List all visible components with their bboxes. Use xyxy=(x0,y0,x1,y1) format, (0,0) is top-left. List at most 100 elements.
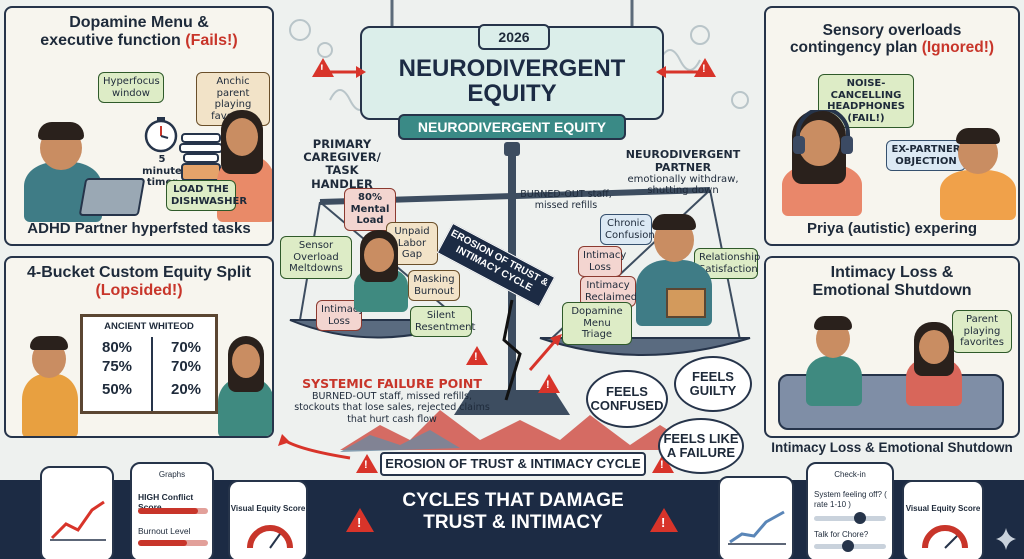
note-ex-partner-objection: EX-PARTNER OBJECTION xyxy=(886,140,966,171)
title-red: (Fails!) xyxy=(185,31,238,49)
cloud-feels-confused: FEELS CONFUSED xyxy=(586,370,668,428)
panel-dopamine-menu: Dopamine Menu & executive function (Fail… xyxy=(4,6,274,246)
sparkle-icon xyxy=(996,528,1016,550)
headphones-icon xyxy=(793,110,853,154)
title-line-1: CYCLES THAT DAMAGE xyxy=(402,490,624,511)
tag-chronic-confusion: Chronic Confusion xyxy=(600,214,655,245)
title-red: (Ignored!) xyxy=(921,39,995,57)
line-chart-icon xyxy=(728,510,786,545)
dishes-icon xyxy=(179,133,223,181)
header-subtitle: NEURODIVERGENT EQUITY xyxy=(398,114,626,140)
whiteboard: ANCIENT WHITEOD 80% 75% 50% 70% 70% 20% xyxy=(80,314,218,414)
figure-primary-caregiver xyxy=(350,228,410,312)
panel-caption: Intimacy Loss & Emotional Shutdown xyxy=(771,440,1013,455)
title-line-1: 4-Bucket Custom Equity Split xyxy=(26,264,252,281)
arrow-icons xyxy=(278,334,562,460)
panel-caption: Priya (autistic) expering xyxy=(806,220,978,237)
timer-label: 5 minute timer xyxy=(142,154,182,188)
title-line-2: TRUST & INTIMACY xyxy=(423,511,603,533)
phone-item: Talk for Chore? xyxy=(814,530,869,539)
title-line-2: executive function xyxy=(40,31,181,49)
figure-right-person xyxy=(218,334,272,436)
figure-ex-partner xyxy=(938,120,1018,220)
warning-icon: ! xyxy=(356,454,378,473)
year-badge: 2026 xyxy=(478,24,550,50)
title-line-1: Intimacy Loss & xyxy=(830,264,954,281)
title-line-1: Sensory overloads xyxy=(822,22,962,39)
phone-item: HIGH Conflict Score xyxy=(138,492,194,512)
footer-title: CYCLES THAT DAMAGE TRUST & INTIMACY xyxy=(378,490,648,534)
chore-slider[interactable] xyxy=(814,540,886,552)
note-headphones: NOISE-CANCELLING HEADPHONES (FAIL!) xyxy=(818,74,914,128)
line-chart-icon xyxy=(50,500,106,541)
figure-adhd-partner xyxy=(18,118,146,223)
gauge-icon xyxy=(247,525,293,549)
phone-graphs: Graphs HIGH Conflict Score Burnout Level xyxy=(130,462,214,559)
tag-silent-resentment: Silent Resentment xyxy=(410,306,475,337)
figure-left-person xyxy=(22,334,78,436)
left-values: 80% 75% 50% xyxy=(89,339,145,399)
warning-icon: ! xyxy=(346,508,374,532)
panel-title: Dopamine Menu & executive function (Fail… xyxy=(6,14,272,50)
value: 80% xyxy=(101,339,133,356)
page-title: NEURODIVERGENT EQUITY xyxy=(362,55,662,107)
phone-growth xyxy=(718,476,794,559)
figure-man-shutdown xyxy=(804,316,864,406)
figure-neurodivergent-partner xyxy=(634,210,714,326)
systemic-failure: SYSTEMIC FAILURE POINT BURNED-OUT staff,… xyxy=(292,376,492,425)
value: 70% xyxy=(170,357,202,375)
board-title: ANCIENT WHITEOD xyxy=(104,321,194,332)
phone-item: Burnout Level xyxy=(138,526,191,536)
warning-icon: ! xyxy=(650,508,678,532)
title-red: (Lopsided!) xyxy=(95,281,183,299)
phone-label: Visual Equity Score xyxy=(230,504,306,513)
tag-masking-burnout: Masking Burnout xyxy=(408,270,460,301)
value: 70% xyxy=(170,339,202,356)
phone-item: System feeling off? ( rate 1-10 ) xyxy=(814,490,887,509)
tag-intimacy-loss: Intimacy Loss xyxy=(316,300,364,331)
timer-icon xyxy=(144,117,178,153)
tag-sensor-overload: Sensor Overload Meltdowns xyxy=(280,236,352,279)
value: 50% xyxy=(101,380,133,398)
cloud-feels-failure: FEELS LIKE A FAILURE xyxy=(658,418,744,474)
title-line-2: contingency plan xyxy=(789,39,918,57)
value: 20% xyxy=(170,380,202,398)
conflict-bar xyxy=(138,508,208,514)
right-values: 70% 70% 20% xyxy=(157,339,215,399)
panel-caption: ADHD Partner hyperfsted tasks xyxy=(27,220,251,237)
burned-out-label: BURNED-OUT staff, missed refills xyxy=(520,189,612,211)
title-line-1: NEURODIVERGENT xyxy=(398,55,626,82)
phone-header: Graphs xyxy=(158,470,186,479)
panel-equity-split: 4-Bucket Custom Equity Split (Lopsided!)… xyxy=(4,256,274,438)
bottom-erosion-banner: EROSION OF TRUST & INTIMACY CYCLE xyxy=(380,452,646,476)
note-dishwasher: LOAD THE DISHWASHER xyxy=(166,180,247,211)
panel-title: Intimacy Loss & Emotional Shutdown xyxy=(764,264,1020,300)
warning-icon: ! xyxy=(466,346,488,365)
figure-woman-shutdown xyxy=(904,322,964,406)
phone-equity-score-2: Visual Equity Score xyxy=(902,480,984,559)
tag-dopamine-triage: Dopamine Menu Triage xyxy=(562,302,632,345)
partner-label: NEURODIVERGENT PARTNER emotionally withd… xyxy=(624,148,742,196)
partner-title: NEURODIVERGENT PARTNER xyxy=(625,148,741,174)
panel-title: Sensory overloads contingency plan (Igno… xyxy=(766,22,1018,57)
title-line-2: Emotional Shutdown xyxy=(812,281,972,299)
tag-intimacy-reclaimed: Intimacy Reclaimed xyxy=(580,276,637,307)
arrow-icons xyxy=(320,66,700,78)
failure-title: SYSTEMIC FAILURE POINT xyxy=(302,376,482,391)
header-banner: 2026 NEURODIVERGENT EQUITY xyxy=(360,24,664,120)
tag-intimacy-loss-right: Intimacy Loss xyxy=(578,246,626,277)
rating-slider[interactable] xyxy=(814,512,886,524)
primary-caregiver-label: PRIMARY CAREGIVER/ TASK HANDLER xyxy=(303,137,381,191)
phone-equity-score: Visual Equity Score xyxy=(228,480,308,559)
partner-desc: emotionally withdraw, shutting down xyxy=(627,174,739,196)
phone-header: Check-in xyxy=(834,470,866,479)
panel-title: 4-Bucket Custom Equity Split (Lopsided!) xyxy=(6,264,272,300)
phone-chart xyxy=(40,466,114,559)
gauge-icon xyxy=(922,525,968,549)
phone-checkin: Check-in System feeling off? ( rate 1-10… xyxy=(806,462,894,559)
failure-desc: BURNED-OUT staff, missed refills, stocko… xyxy=(294,391,490,425)
note-parent-favorites: Anchic parent playing favorites xyxy=(196,72,270,126)
title-line-1: Dopamine Menu & xyxy=(69,14,209,31)
hanging-rods xyxy=(390,0,634,26)
panel-sensory-overload: Sensory overloads contingency plan (Igno… xyxy=(764,6,1020,246)
